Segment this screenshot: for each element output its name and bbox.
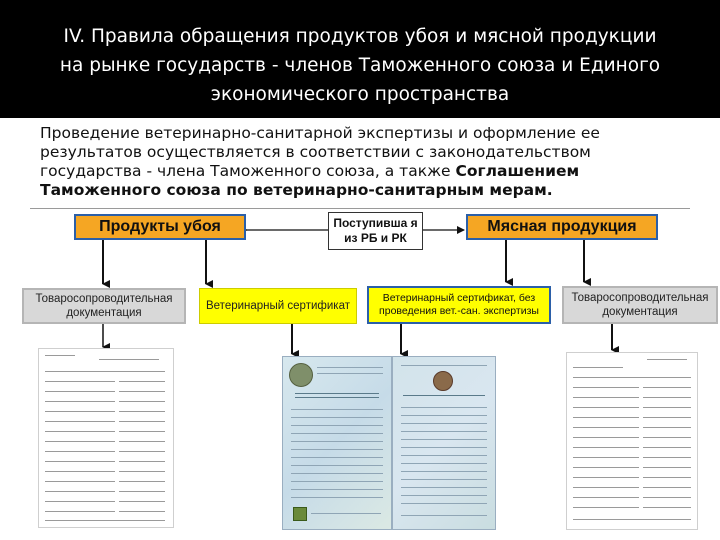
vet-certificate-noexam-image	[392, 356, 496, 530]
title-line-1: IV. Правила обращения продуктов убоя и м…	[63, 26, 657, 47]
emblem-icon	[289, 363, 313, 387]
products-label: Продукты убоя	[99, 218, 221, 235]
title-line-3: экономического пространства	[210, 84, 510, 105]
vet-cert-box: Ветеринарный сертификат	[199, 288, 357, 324]
slide-title: IV. Правила обращения продуктов убоя и м…	[20, 22, 700, 109]
center-box: Поступивша я из РБ и РК	[328, 212, 423, 250]
meat-label: Мясная продукция	[487, 218, 637, 235]
seal-icon	[293, 507, 307, 521]
docs-right-box: Товаросопроводительная документация	[562, 286, 718, 324]
vet-certificate-image	[282, 356, 392, 530]
meat-box: Мясная продукция	[466, 214, 658, 240]
docs-left-label: Товаросопроводительная документация	[35, 293, 173, 319]
vet-cert-noexam-box: Ветеринарный сертификат, без проведения …	[367, 286, 551, 324]
vet-cert-label: Ветеринарный сертификат	[206, 300, 350, 312]
slide-header: IV. Правила обращения продуктов убоя и м…	[0, 0, 720, 118]
emblem-icon-2	[433, 371, 453, 391]
title-line-2: на рынке государств - членов Таможенного…	[59, 55, 661, 76]
separator-line	[30, 208, 690, 209]
intro-bold-text: Соглашением Таможенного союза по ветерин…	[40, 162, 580, 199]
document-image-right	[566, 352, 698, 530]
intro-text: Проведение ветеринарно-санитарной экспер…	[40, 124, 600, 180]
vet-cert-noexam-label: Ветеринарный сертификат, без проведения …	[379, 292, 539, 317]
docs-left-box: Товаросопроводительная документация	[22, 288, 186, 324]
docs-right-label: Товаросопроводительная документация	[571, 292, 709, 318]
document-image-left	[38, 348, 174, 528]
intro-paragraph: Проведение ветеринарно-санитарной экспер…	[40, 124, 680, 200]
center-label: Поступивша я из РБ и РК	[333, 216, 418, 245]
products-box: Продукты убоя	[74, 214, 246, 240]
